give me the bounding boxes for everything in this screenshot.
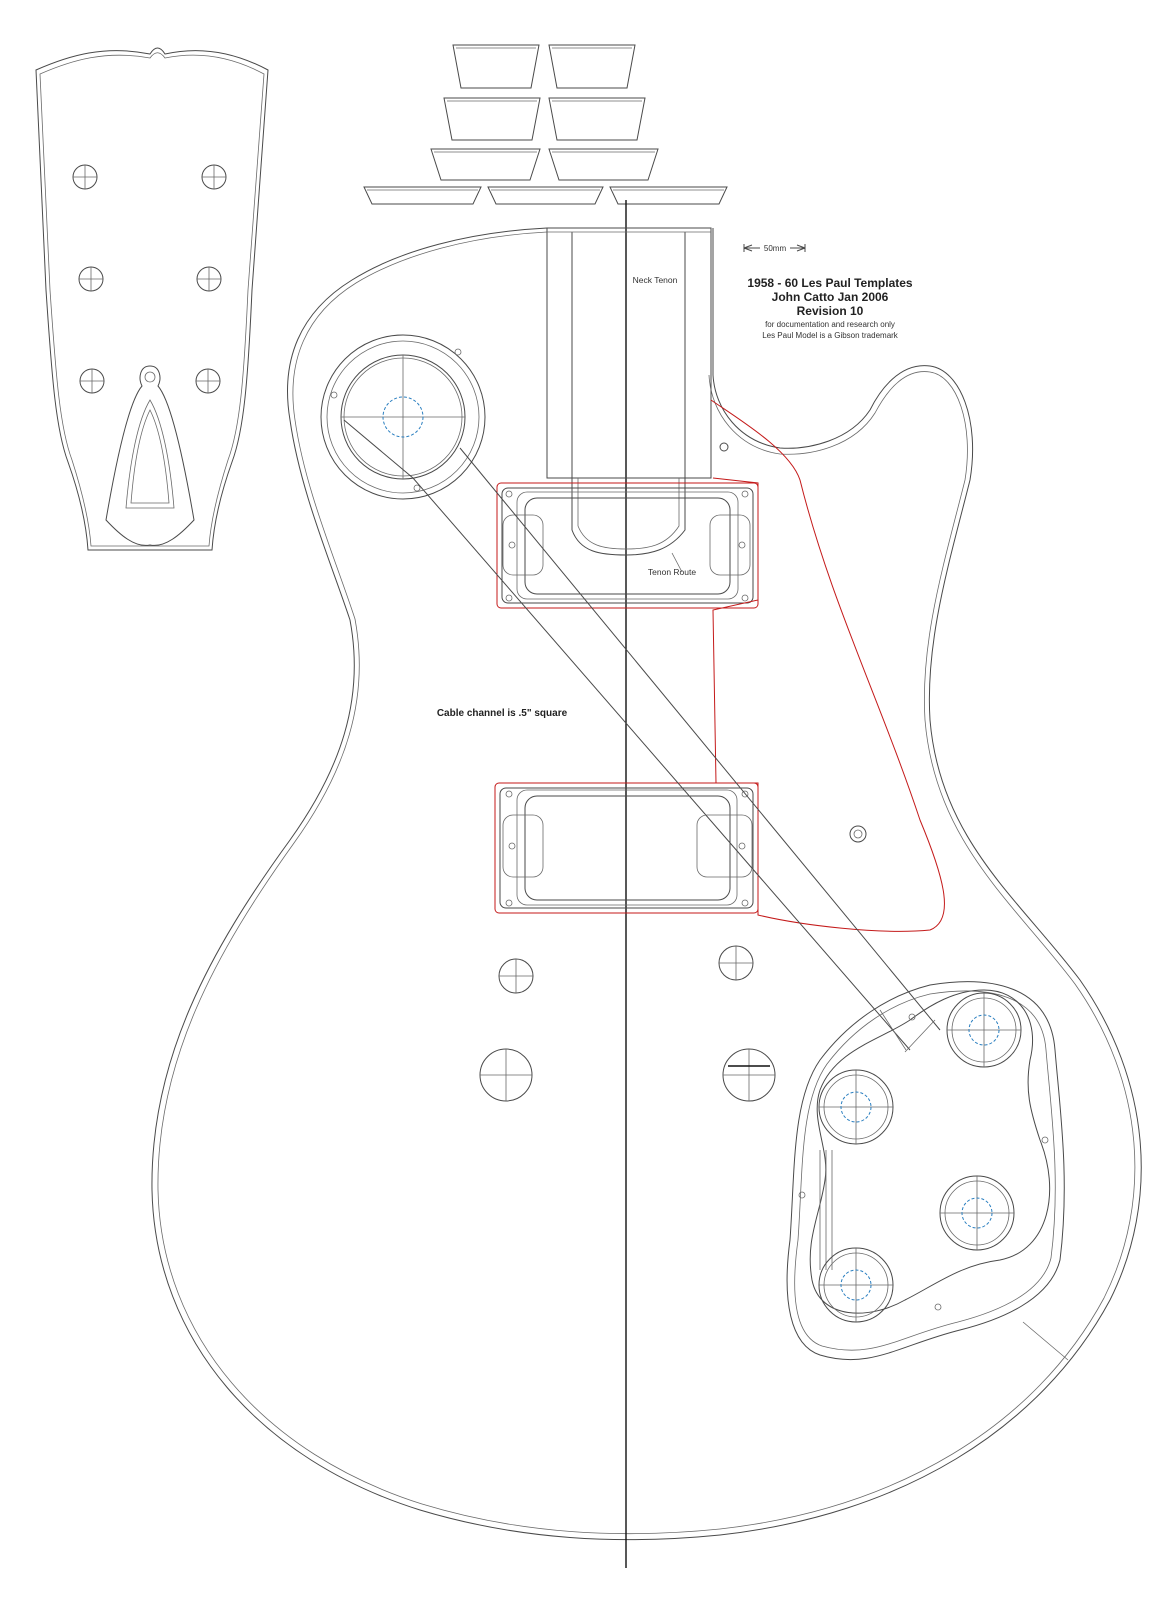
- cable-channel: [343, 419, 941, 1053]
- tuner-hole: [79, 368, 105, 394]
- tuner-hole: [72, 164, 98, 190]
- neck-pickup-route: [496, 482, 759, 609]
- bridge-stud-hole: [722, 1048, 776, 1102]
- pickguard-outline: [710, 399, 945, 932]
- cable-channel-note: Cable channel is .5" square: [437, 708, 568, 719]
- volume-pot: [946, 992, 1022, 1068]
- tailpiece-stud-hole: [718, 945, 754, 981]
- misc-holes: [479, 442, 1069, 1361]
- bridge-stud-hole: [479, 1048, 533, 1102]
- tuner-hole: [201, 164, 227, 190]
- title-line-4: for documentation and research only: [765, 320, 895, 329]
- scale-bar-label: 50mm: [764, 244, 787, 253]
- neck-tenon-label: Neck Tenon: [633, 275, 678, 285]
- tenon-route-label: Tenon Route: [648, 567, 696, 577]
- tone-pot: [818, 1247, 894, 1323]
- scale-bar: 50mm: [743, 242, 806, 253]
- body-outline: [151, 227, 1142, 1541]
- title-line-3: Revision 10: [797, 304, 864, 318]
- headstock-template: [35, 47, 269, 551]
- tuner-hole: [78, 266, 104, 292]
- truss-rod-cover: [105, 365, 195, 546]
- volume-pot: [939, 1175, 1015, 1251]
- tailpiece-stud-hole: [498, 958, 534, 994]
- neck-tenon: [546, 227, 712, 573]
- title-block: 50mm 1958 - 60 Les Paul Templates John C…: [743, 242, 913, 340]
- title-line-5: Les Paul Model is a Gibson trademark: [762, 331, 899, 340]
- tone-pot: [818, 1069, 894, 1145]
- tuner-hole: [195, 368, 221, 394]
- control-cavity: [786, 981, 1065, 1361]
- title-line-1: 1958 - 60 Les Paul Templates: [747, 276, 913, 290]
- title-line-2: John Catto Jan 2006: [772, 290, 889, 304]
- bridge-pickup-route: [494, 782, 759, 914]
- upper-cavity: [320, 334, 486, 500]
- inlay-templates: [363, 44, 728, 205]
- tuner-hole: [196, 266, 222, 292]
